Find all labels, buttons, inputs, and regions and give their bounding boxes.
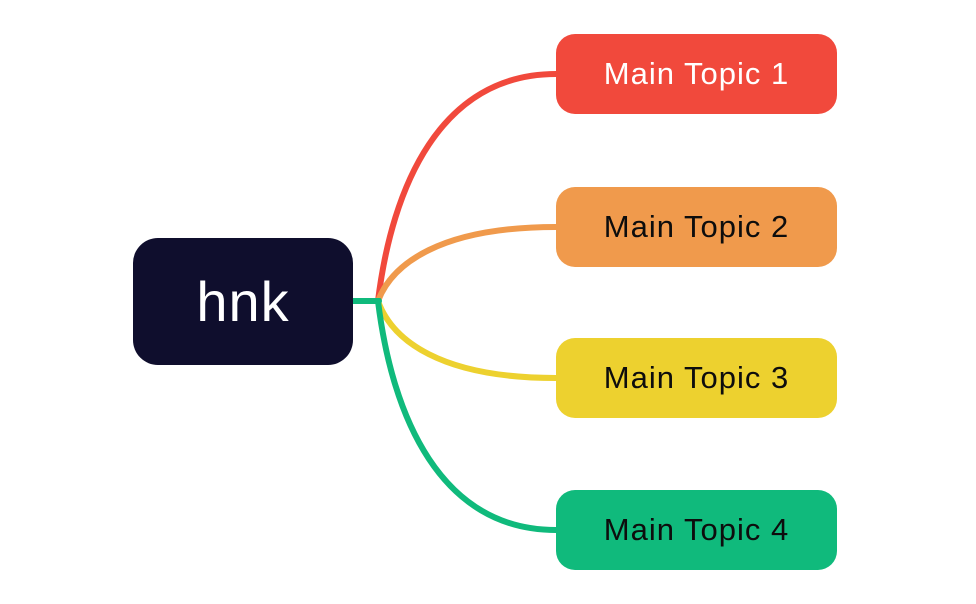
topic-node-3[interactable]: Main Topic 3 — [556, 338, 837, 418]
root-node[interactable]: hnk — [133, 238, 353, 365]
topic-node-4[interactable]: Main Topic 4 — [556, 490, 837, 570]
topic-node-label: Main Topic 3 — [603, 360, 790, 395]
connector-main-topic-1 — [349, 71, 559, 304]
root-node-label: hnk — [196, 270, 290, 333]
topic-node-label: Main Topic 1 — [603, 56, 790, 91]
topic-node-label: Main Topic 2 — [603, 209, 790, 244]
connector-main-topic-4 — [349, 298, 559, 533]
topic-node-label: Main Topic 4 — [603, 512, 790, 547]
topic-node-1[interactable]: Main Topic 1 — [556, 34, 837, 114]
connector-main-topic-3 — [349, 298, 559, 381]
topic-node-2[interactable]: Main Topic 2 — [556, 187, 837, 267]
connector-main-topic-2 — [349, 224, 559, 304]
